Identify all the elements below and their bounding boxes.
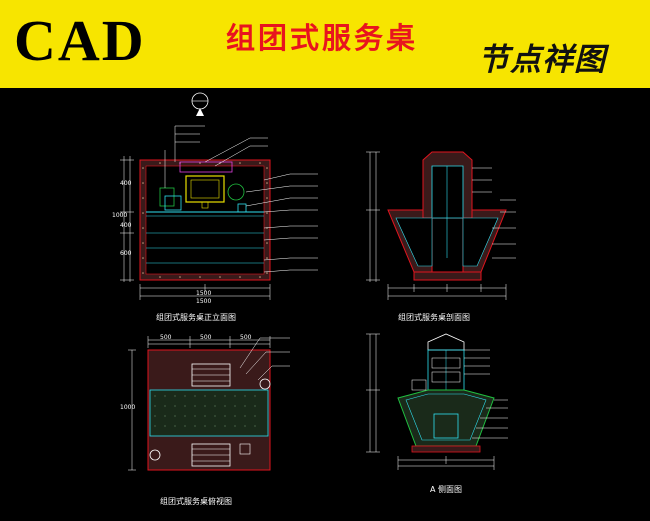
front-elevation-drawing	[120, 92, 318, 300]
section-drawing	[366, 151, 516, 300]
section-view-caption: 组团式服务桌剖面图	[398, 313, 470, 322]
dim-front-left-1: 400	[120, 180, 132, 187]
dim-plan-top-3: 500	[240, 334, 252, 341]
header-banner	[0, 0, 650, 88]
plan-drawing	[128, 336, 290, 471]
dim-front-bottom-2: 1500	[196, 298, 212, 305]
dim-plan-top-1: 500	[160, 334, 172, 341]
side-view-caption: A 侧面图	[430, 485, 463, 494]
plan-view-caption: 组团式服务桌俯视图	[160, 497, 232, 506]
dim-plan-left: 1000	[120, 404, 136, 411]
dim-front-left-2: 400	[120, 222, 132, 229]
dim-front-bottom-1: 1500	[196, 290, 212, 297]
dim-plan-top-2: 500	[200, 334, 212, 341]
front-view-caption: 组团式服务桌正立面图	[156, 313, 236, 322]
side-view-drawing	[366, 333, 508, 470]
cad-logo-text: CAD	[14, 8, 146, 73]
page-title: 组团式服务桌	[226, 21, 419, 55]
dim-front-left-3: 600	[120, 250, 132, 257]
dim-front-height: 1000	[112, 212, 128, 219]
brand-seal-text: 节点祥图	[478, 42, 606, 78]
cad-drawing-area	[120, 92, 516, 471]
